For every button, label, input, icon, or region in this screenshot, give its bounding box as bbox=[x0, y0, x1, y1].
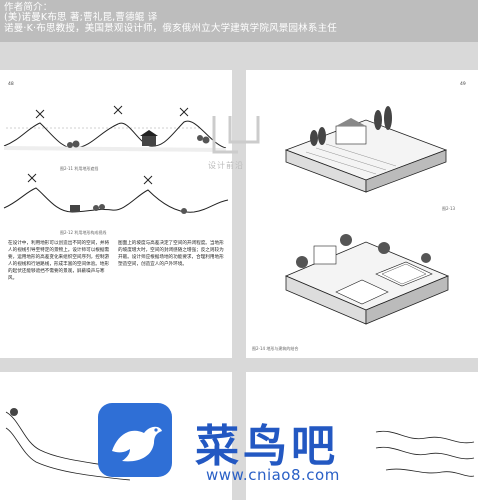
terrain-sketch-bottom-left bbox=[5, 408, 131, 481]
cniao8-bird-logo bbox=[98, 403, 172, 477]
isometric-terrain-illustration-1 bbox=[284, 106, 448, 193]
figure-caption-2: 图2-12 利用地形构成视线 bbox=[60, 230, 107, 235]
terrain-sketch-bottom-right bbox=[375, 430, 475, 477]
author-credit: (美)诺曼K布思 著;曹礼昆,曹德鲲 译 bbox=[4, 12, 158, 23]
body-paragraph-1: 在设计中，利用地形可以创造出不同的空间，并将人的视线引导至特定的景物上。设计师可… bbox=[8, 241, 110, 281]
figure-caption-3: 图2-13 bbox=[442, 206, 456, 211]
terrain-section-diagram-2 bbox=[3, 173, 229, 214]
cniao8-watermark-title: 菜鸟吧 bbox=[195, 421, 339, 472]
isometric-terrain-illustration-2 bbox=[284, 234, 450, 325]
design-frontier-logo-text: 设计前沿 bbox=[208, 161, 244, 170]
body-text-column-2: 图面上的坡度与高差决定了空间的开闭程度。当地形的坡度增大时，空间的封闭感随之增强… bbox=[118, 240, 224, 352]
body-text-column-1: 在设计中，利用地形可以创造出不同的空间，并将人的视线引导至特定的景物上。设计师可… bbox=[8, 240, 110, 352]
book-page-right: 49 图2-13 图2-14 地形与建筑的结合 bbox=[246, 70, 478, 358]
design-frontier-logo bbox=[212, 116, 260, 154]
bird-icon bbox=[112, 426, 162, 462]
body-paragraph-2: 图面上的坡度与高差决定了空间的开闭程度。当地形的坡度增大时，空间的封闭感随之增强… bbox=[118, 241, 224, 267]
cniao8-watermark-url: www.cniao8.com bbox=[206, 466, 340, 484]
figure-caption-1: 图2-11 利用地形遮挡 bbox=[60, 166, 99, 171]
header-band: 作者简介： (美)诺曼K布思 著;曹礼昆,曹德鲲 译 诺曼·K·布思教授，美国景… bbox=[0, 0, 478, 42]
figure-caption-4: 图2-14 地形与建筑的结合 bbox=[252, 346, 299, 351]
author-intro-heading: 作者简介： bbox=[4, 2, 53, 13]
book-page-bottom-right bbox=[246, 372, 478, 500]
page-folio-right: 49 bbox=[460, 82, 466, 87]
book-page-left: 48 图2-11 利用地形遮挡 图2-12 利用地形构成视线 在设计中，利用地形… bbox=[0, 70, 232, 358]
terrain-section-diagram-1 bbox=[3, 105, 227, 152]
page-folio-left: 48 bbox=[8, 82, 14, 87]
author-bio: 诺曼·K·布思教授，美国景观设计师，俄亥俄州立大学建筑学院风景园林系主任 bbox=[4, 23, 337, 34]
